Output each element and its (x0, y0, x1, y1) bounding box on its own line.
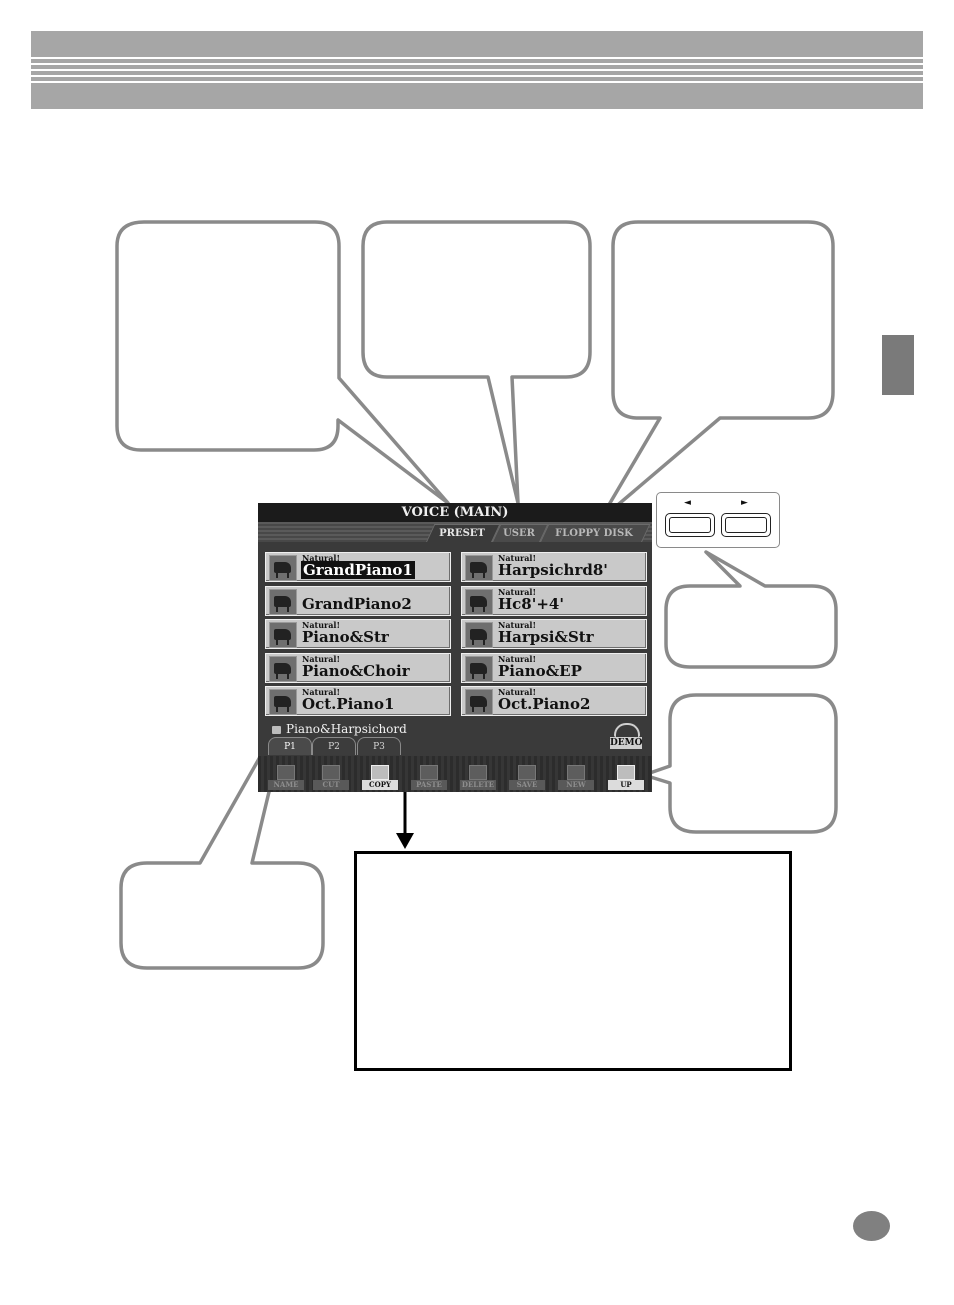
delete-label: DELETE (460, 780, 496, 790)
disk-icon (518, 765, 536, 780)
right-arrow-icon: ► (741, 498, 748, 508)
page-arrow-panel: ◄ ► (656, 492, 780, 548)
voice-name: GrandPiano1 (301, 561, 415, 579)
folder-path: Piano&Harpsichord (272, 721, 407, 737)
voice-name: Oct.Piano2 (498, 695, 591, 713)
callout-page-tabs (119, 702, 325, 970)
voice-name: Piano&Choir (302, 662, 410, 680)
scissors-icon (322, 765, 340, 780)
save-label: SAVE (509, 780, 545, 790)
copy-label: COPY (362, 780, 398, 790)
piano-icon (269, 622, 297, 648)
voice-button-piano-ep[interactable]: Natural! Piano&EP (461, 653, 647, 683)
cut-button[interactable]: CUT (313, 764, 349, 790)
callout-up-button (642, 693, 838, 834)
piano-icon (465, 656, 493, 682)
folder-icon (272, 725, 281, 734)
save-button[interactable]: SAVE (509, 764, 545, 790)
piano-icon (465, 689, 493, 715)
copy-button[interactable]: COPY (362, 764, 398, 790)
arrow-head (396, 833, 414, 849)
voice-tag: Natural! (498, 654, 536, 664)
voice-selection-screen: VOICE (MAIN) PRESET USER FLOPPY DISK Nat… (258, 503, 652, 792)
new-label: NEW (558, 780, 594, 790)
voice-tag: Natural! (498, 587, 536, 597)
voice-name: Hc8'+4' (498, 595, 564, 613)
voice-button-piano-choir[interactable]: Natural! Piano&Choir (265, 653, 451, 683)
tab-floppy-disk[interactable]: FLOPPY DISK (555, 528, 633, 539)
voice-button-piano-str[interactable]: Natural! Piano&Str (265, 619, 451, 649)
folder-up-icon (617, 765, 635, 780)
harpsichord-icon (465, 622, 493, 648)
note-box (354, 851, 792, 1071)
chapter-tab (882, 335, 914, 395)
voice-name: Piano&EP (498, 662, 582, 680)
paste-icon (420, 765, 438, 780)
paste-button[interactable]: PASTE (411, 764, 447, 790)
page-tab-p3[interactable]: P3 (357, 737, 401, 755)
voice-button-hc8-4[interactable]: Natural! Hc8'+4' (461, 586, 647, 616)
piano-icon (269, 689, 297, 715)
voice-name: Piano&Str (302, 628, 389, 646)
voice-name: Harpsichrd8' (498, 561, 608, 579)
voice-tag: Natural! (302, 620, 340, 630)
header-bar (31, 31, 923, 109)
harpsichord-icon (465, 589, 493, 615)
paste-label: PASTE (411, 780, 447, 790)
trumpet-icon (614, 723, 640, 737)
callout-floppy-disk (598, 220, 835, 522)
up-button[interactable]: UP (608, 764, 644, 790)
voice-button-grandpiano2[interactable]: GrandPiano2 (265, 586, 451, 616)
trash-icon (469, 765, 487, 780)
voice-button-oct-piano2[interactable]: Natural! Oct.Piano2 (461, 686, 647, 716)
page-right-button[interactable] (721, 513, 771, 537)
voice-tag: Natural! (302, 654, 340, 664)
callout-user (361, 220, 592, 505)
function-bar: NAME CUT COPY PASTE DELETE SAVE NEW UP (258, 756, 652, 792)
demo-label: DEMO (610, 737, 643, 749)
voice-tag: Natural! (498, 687, 536, 697)
voice-button-harpsichrd8[interactable]: Natural! Harpsichrd8' (461, 552, 647, 582)
name-button[interactable]: NAME (268, 764, 304, 790)
voice-tag: Natural! (302, 553, 340, 563)
cut-label: CUT (313, 780, 349, 790)
page-number-dot (853, 1211, 890, 1241)
name-icon (277, 765, 295, 780)
voice-button-oct-piano1[interactable]: Natural! Oct.Piano1 (265, 686, 451, 716)
voice-tag: Natural! (498, 553, 536, 563)
piano-icon (269, 589, 297, 615)
voice-name: Harpsi&Str (498, 628, 594, 646)
voice-tag: Natural! (302, 687, 340, 697)
voice-tag: Natural! (498, 620, 536, 630)
name-label: NAME (268, 780, 304, 790)
tab-user[interactable]: USER (503, 528, 535, 539)
delete-button[interactable]: DELETE (460, 764, 496, 790)
screen-title: VOICE (MAIN) (258, 503, 652, 522)
voice-grid: Natural! GrandPiano1 GrandPiano2 Natural… (258, 542, 652, 720)
piano-icon (269, 656, 297, 682)
demo-button[interactable]: DEMO (608, 723, 646, 753)
tab-preset[interactable]: PRESET (439, 528, 485, 539)
copy-icon (371, 765, 389, 780)
new-button[interactable]: NEW (558, 764, 594, 790)
voice-name: Oct.Piano1 (302, 695, 395, 713)
new-folder-icon (567, 765, 585, 780)
up-label: UP (608, 780, 644, 790)
page-tab-p2[interactable]: P2 (312, 737, 356, 755)
callout-page-arrows (664, 550, 838, 669)
harpsichord-icon (465, 555, 493, 581)
voice-button-harpsi-str[interactable]: Natural! Harpsi&Str (461, 619, 647, 649)
page-left-button[interactable] (665, 513, 715, 537)
voice-button-grandpiano1[interactable]: Natural! GrandPiano1 (265, 552, 451, 582)
piano-icon (269, 555, 297, 581)
left-arrow-icon: ◄ (684, 498, 691, 508)
folder-path-label: Piano&Harpsichord (286, 722, 407, 736)
callout-preset (115, 220, 450, 505)
page-tab-p1[interactable]: P1 (268, 737, 312, 755)
voice-name: GrandPiano2 (302, 595, 412, 613)
